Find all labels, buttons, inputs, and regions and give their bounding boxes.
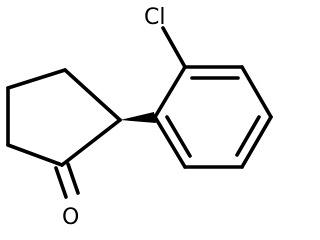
aromatic-bond-1 (153, 65, 187, 119)
carbonyl-double-bond (54, 162, 80, 199)
aromatic-bond-4 (240, 115, 273, 169)
benzene-ring (153, 65, 273, 169)
cyclopentanone-ring (6, 68, 122, 167)
ring-bond-c4-c5 (6, 143, 64, 167)
ring-bond-c1-c2 (63, 68, 122, 122)
carbonyl-bond-line-1 (54, 166, 68, 199)
chlorine-atom-label: Cl (144, 5, 165, 30)
ring-bond-c2-c3 (6, 68, 67, 90)
aromatic-bond-6 (153, 115, 187, 169)
chloro-bond (161, 26, 187, 69)
carbonyl-bond-line-2 (66, 162, 80, 195)
oxygen-atom-label: O (62, 205, 79, 230)
ring-bond-c5-c1 (60, 118, 122, 167)
aromatic-inner-bond-3 (165, 115, 192, 158)
aromatic-bond-3 (240, 65, 273, 119)
chemical-structure: Cl O (6, 5, 273, 230)
aromatic-inner-bond-2 (235, 115, 261, 157)
stereo-wedge-bond (120, 112, 156, 123)
